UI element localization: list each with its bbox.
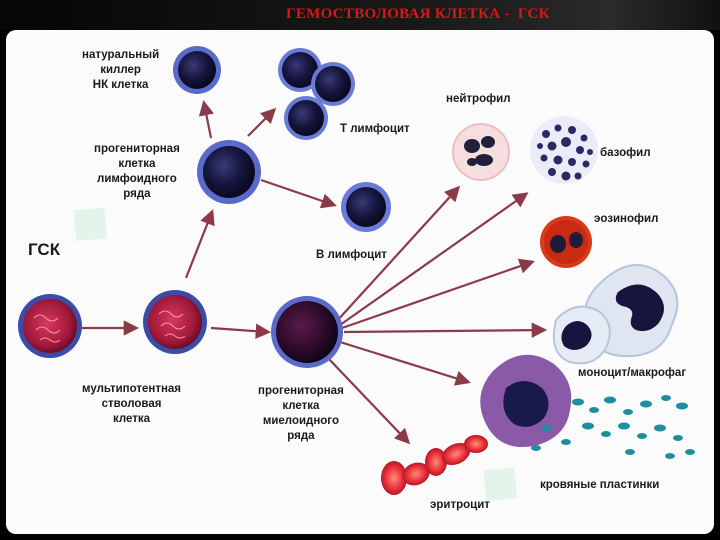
eosinophil-cell (540, 216, 592, 268)
eosinophil-label: эозинофил (594, 213, 659, 225)
neutrophil-cell (452, 123, 510, 181)
arrow-myeloid-to-platelets (339, 340, 471, 386)
slide-title: ГЕМОСТВОЛОВАЯ КЛЕТКА - ГСК (286, 6, 550, 22)
erythrocyte-cells (381, 435, 488, 495)
erythrocyte-label: эритроцит (430, 499, 490, 511)
nk-cell (173, 46, 221, 94)
platelets-label: кровяные пластинки (540, 479, 660, 491)
gsk-cell (18, 294, 82, 358)
myeloid-progenitor-label: прогениторная клетка миелоидного ряда (258, 385, 344, 442)
hematopoiesis-diagram (18, 46, 695, 495)
arrow-myeloid-to-basophil (339, 192, 529, 326)
nk-label: натуральный киллер НК клетка (82, 49, 160, 91)
basophil-label: базофил (600, 147, 651, 159)
arrow-multipotent-to-myeloid (210, 323, 272, 339)
gsk-label: ГСК (28, 240, 61, 259)
title-bar: ГЕМОСТВОЛОВАЯ КЛЕТКА - ГСК (0, 0, 720, 30)
arrow-multipotent-to-lymphoid (184, 209, 215, 279)
t-lymphocyte-label: Т лимфоцит (340, 123, 410, 135)
lymphoid-progenitor-label: прогениторная клетка лимфоидного ряда (94, 143, 180, 200)
b-lymphocyte-label: В лимфоцит (316, 249, 387, 261)
arrow-myeloid-to-monocyte (343, 322, 548, 338)
monocyte-macrophage-label: моноцит/макрофаг (578, 367, 687, 379)
basophil-cell (530, 116, 598, 184)
arrow-myeloid-to-neutrophil (335, 185, 461, 323)
megakaryocyte-cell (480, 354, 572, 448)
b-lymphocyte-cell (341, 182, 391, 232)
arrow-lymphoid-to-nk (198, 99, 214, 139)
neutrophil-label: нейтрофил (446, 93, 511, 105)
arrow-myeloid-to-eosinophil (341, 258, 535, 330)
t-lymphocyte-cells (278, 48, 355, 140)
multipotent-cell (143, 290, 207, 354)
diagram-panel: ◆ ◆ (6, 30, 714, 534)
myeloid-progenitor-cell (271, 296, 343, 368)
monocyte-macrophage-cells (552, 264, 679, 365)
arrow-lymphoid-to-t (247, 107, 277, 137)
multipotent-label: мультипотентная стволовая клетка (82, 383, 182, 425)
arrow-myeloid-to-erythrocyte (327, 357, 411, 445)
platelet-cells (531, 395, 695, 459)
lymphoid-progenitor-cell (197, 140, 261, 204)
arrow-lymphoid-to-b (260, 178, 337, 209)
